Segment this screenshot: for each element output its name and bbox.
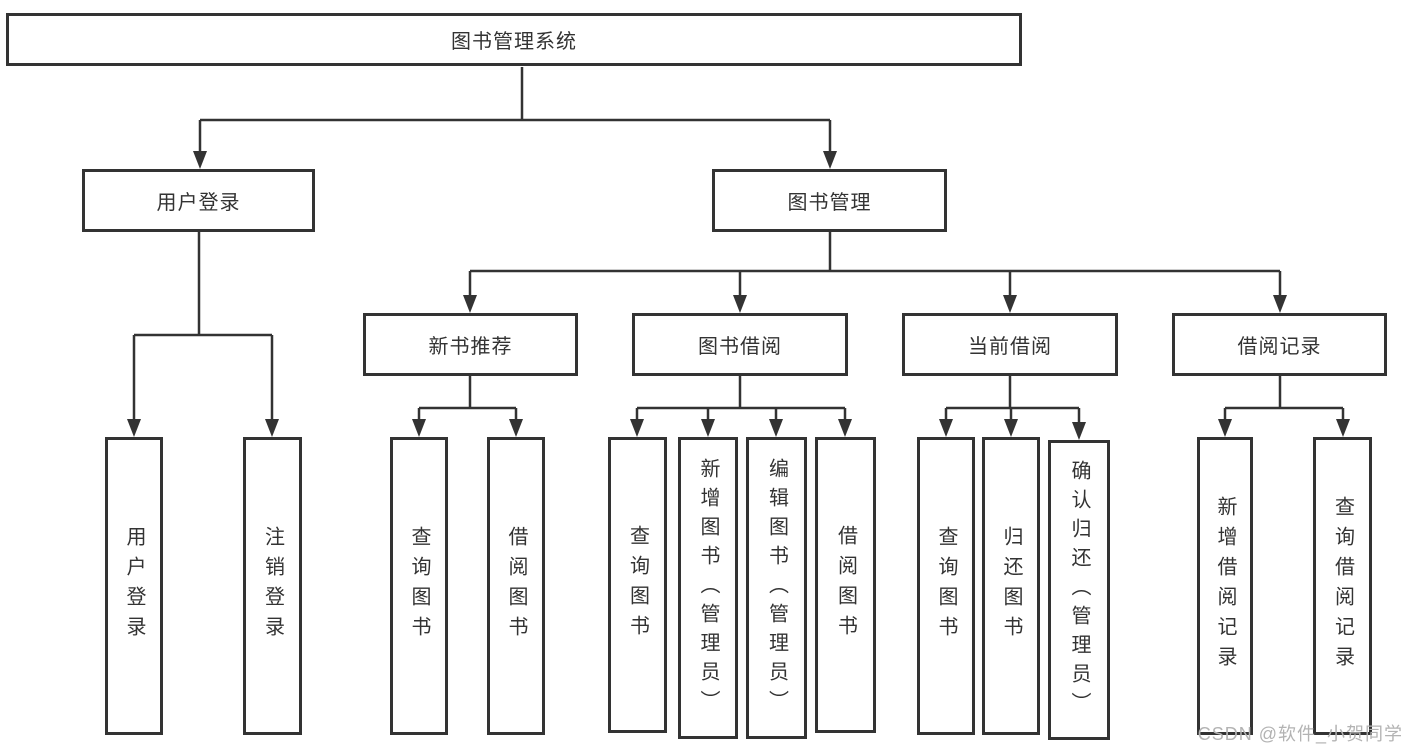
node-book-borrowing: 图书借阅 [632, 313, 848, 376]
arrow-query-c [939, 419, 953, 437]
node-book-management: 图书管理 [712, 169, 947, 232]
arrow-leaf-login [127, 419, 141, 437]
arrow-return [1004, 419, 1018, 437]
arrow-book-borrow [733, 295, 747, 313]
arrow-book-management [823, 151, 837, 169]
node-logout: 注销登录 [243, 437, 302, 735]
arrow-borrow-records [1273, 295, 1287, 313]
node-confirm-return-admin: 确认归还（管理员） [1048, 440, 1110, 740]
arrow-confirm-return [1072, 422, 1086, 440]
arrow-query-record [1336, 419, 1350, 437]
node-user-login: 用户登录 [82, 169, 315, 232]
node-borrowing-records: 借阅记录 [1172, 313, 1387, 376]
arrow-borrow-b [838, 419, 852, 437]
node-user-login-leaf: 用户登录 [105, 437, 163, 735]
arrow-add-record [1218, 419, 1232, 437]
arrow-query-b [630, 419, 644, 437]
node-query-books-borrowing: 查询图书 [608, 437, 667, 733]
node-query-books-current: 查询图书 [917, 437, 975, 735]
node-add-borrow-record: 新增借阅记录 [1197, 437, 1253, 735]
arrow-query-a [412, 419, 426, 437]
node-add-book-admin: 新增图书（管理员） [678, 437, 738, 739]
node-library-management-system: 图书管理系统 [6, 13, 1022, 66]
arrow-new-book [463, 295, 477, 313]
node-new-book-recommendation: 新书推荐 [363, 313, 578, 376]
arrow-edit-book [769, 419, 783, 437]
arrow-borrow-a [509, 419, 523, 437]
node-query-borrow-record: 查询借阅记录 [1313, 437, 1372, 735]
node-current-borrowing: 当前借阅 [902, 313, 1118, 376]
node-return-books: 归还图书 [982, 437, 1040, 735]
arrow-user-login [193, 151, 207, 169]
node-borrow-books-borrowing: 借阅图书 [815, 437, 876, 733]
node-query-books-recommend: 查询图书 [390, 437, 448, 735]
arrow-current-borrow [1003, 295, 1017, 313]
node-edit-book-admin: 编辑图书（管理员） [746, 437, 807, 739]
arrow-add-book [701, 419, 715, 437]
arrow-leaf-logout [265, 419, 279, 437]
node-borrow-books-recommend: 借阅图书 [487, 437, 545, 735]
csdn-watermark: CSDN @软件_小贺同学 [1197, 724, 1403, 744]
arrowheads [127, 151, 1350, 440]
